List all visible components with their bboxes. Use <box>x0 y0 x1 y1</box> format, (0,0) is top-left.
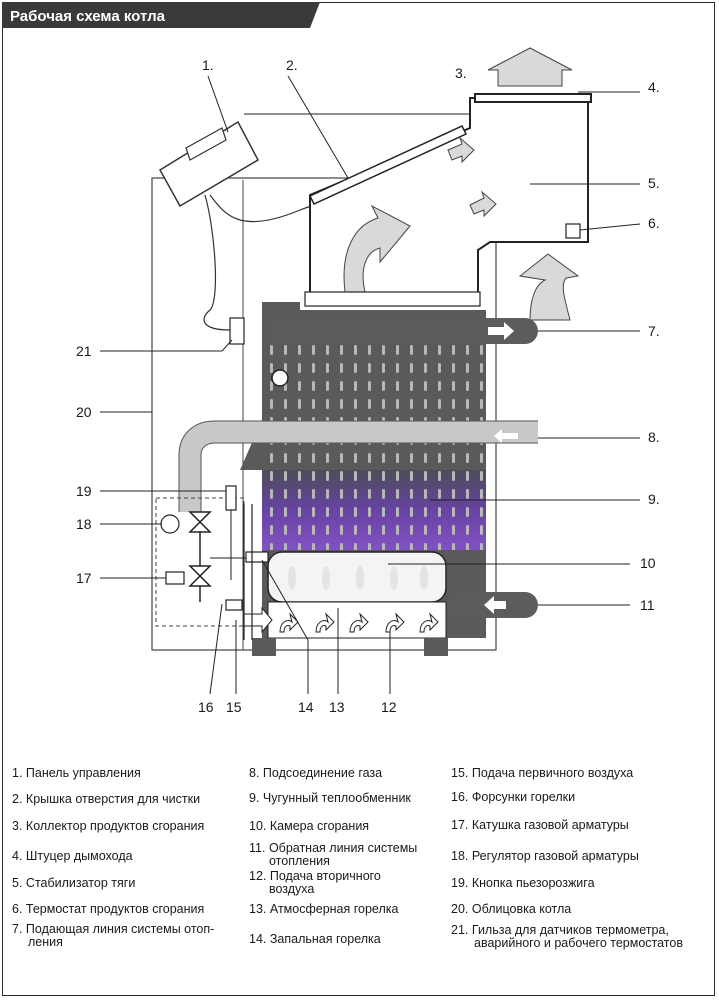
callout-2: 2. <box>286 57 298 73</box>
leader-1 <box>207 75 229 133</box>
leader-2 <box>287 75 349 179</box>
leader-14 <box>261 559 309 641</box>
leader-6 <box>579 223 641 231</box>
gas-valve-box <box>155 497 245 627</box>
dilution-air-arrow <box>518 253 580 321</box>
foot-left <box>252 638 276 656</box>
callout-6: 6. <box>648 215 660 231</box>
callout-15: 15 <box>226 699 242 715</box>
callout-12: 12 <box>381 699 397 715</box>
capillary-tube <box>203 194 231 331</box>
flow-pipe <box>270 318 538 344</box>
callout-14: 14 <box>298 699 314 715</box>
callout-21: 21 <box>76 343 92 359</box>
flue-gas-arrow <box>487 47 573 87</box>
return-arrow <box>484 596 506 614</box>
foot-right <box>424 638 448 656</box>
control-panel <box>158 120 259 208</box>
gas-valve-lower <box>188 565 212 587</box>
callout-17: 17 <box>76 570 92 586</box>
callout-20: 20 <box>76 404 92 420</box>
callout-3: 3. <box>455 65 467 81</box>
callout-8: 8. <box>648 429 660 445</box>
pilot-burner <box>245 551 269 563</box>
callout-10: 10 <box>640 555 656 571</box>
hood-arrow <box>447 136 475 164</box>
callout-9: 9. <box>648 491 660 507</box>
callout-11: 11 <box>640 597 655 613</box>
heat-exchanger <box>240 291 486 550</box>
callout-19: 19 <box>76 483 92 499</box>
sensor-sleeve <box>229 317 245 345</box>
header-bar <box>2 2 320 28</box>
burner-injector <box>225 599 243 611</box>
valve-coil <box>165 571 185 585</box>
callout-5: 5. <box>648 175 660 191</box>
leader-16 <box>209 603 223 695</box>
header-title: Рабочая схема котла <box>10 8 166 25</box>
drain-nut <box>271 369 289 387</box>
callout-7: 7. <box>648 323 660 339</box>
gas-pipe <box>179 421 538 512</box>
gas-regulator <box>160 514 180 534</box>
callout-18: 18 <box>76 516 92 532</box>
callout-16: 16 <box>198 699 214 715</box>
gas-pipe-outline <box>178 420 538 512</box>
boiler-casing <box>151 177 497 651</box>
callout-4: 4. <box>648 79 660 95</box>
callout-1: 1. <box>202 57 214 73</box>
gas-valve-upper <box>188 511 212 533</box>
primary-air-arrow <box>243 606 273 634</box>
hood-arrow-2 <box>469 190 497 218</box>
gas-arrow <box>494 429 518 443</box>
secondary-air-arrows <box>279 612 439 633</box>
flue-thermostat <box>565 223 581 239</box>
flow-arrow <box>488 322 514 340</box>
leader-21b <box>221 339 233 352</box>
combustion-gas-arrow <box>343 204 411 293</box>
callout-13: 13 <box>329 699 345 715</box>
piezo-button <box>225 485 237 511</box>
